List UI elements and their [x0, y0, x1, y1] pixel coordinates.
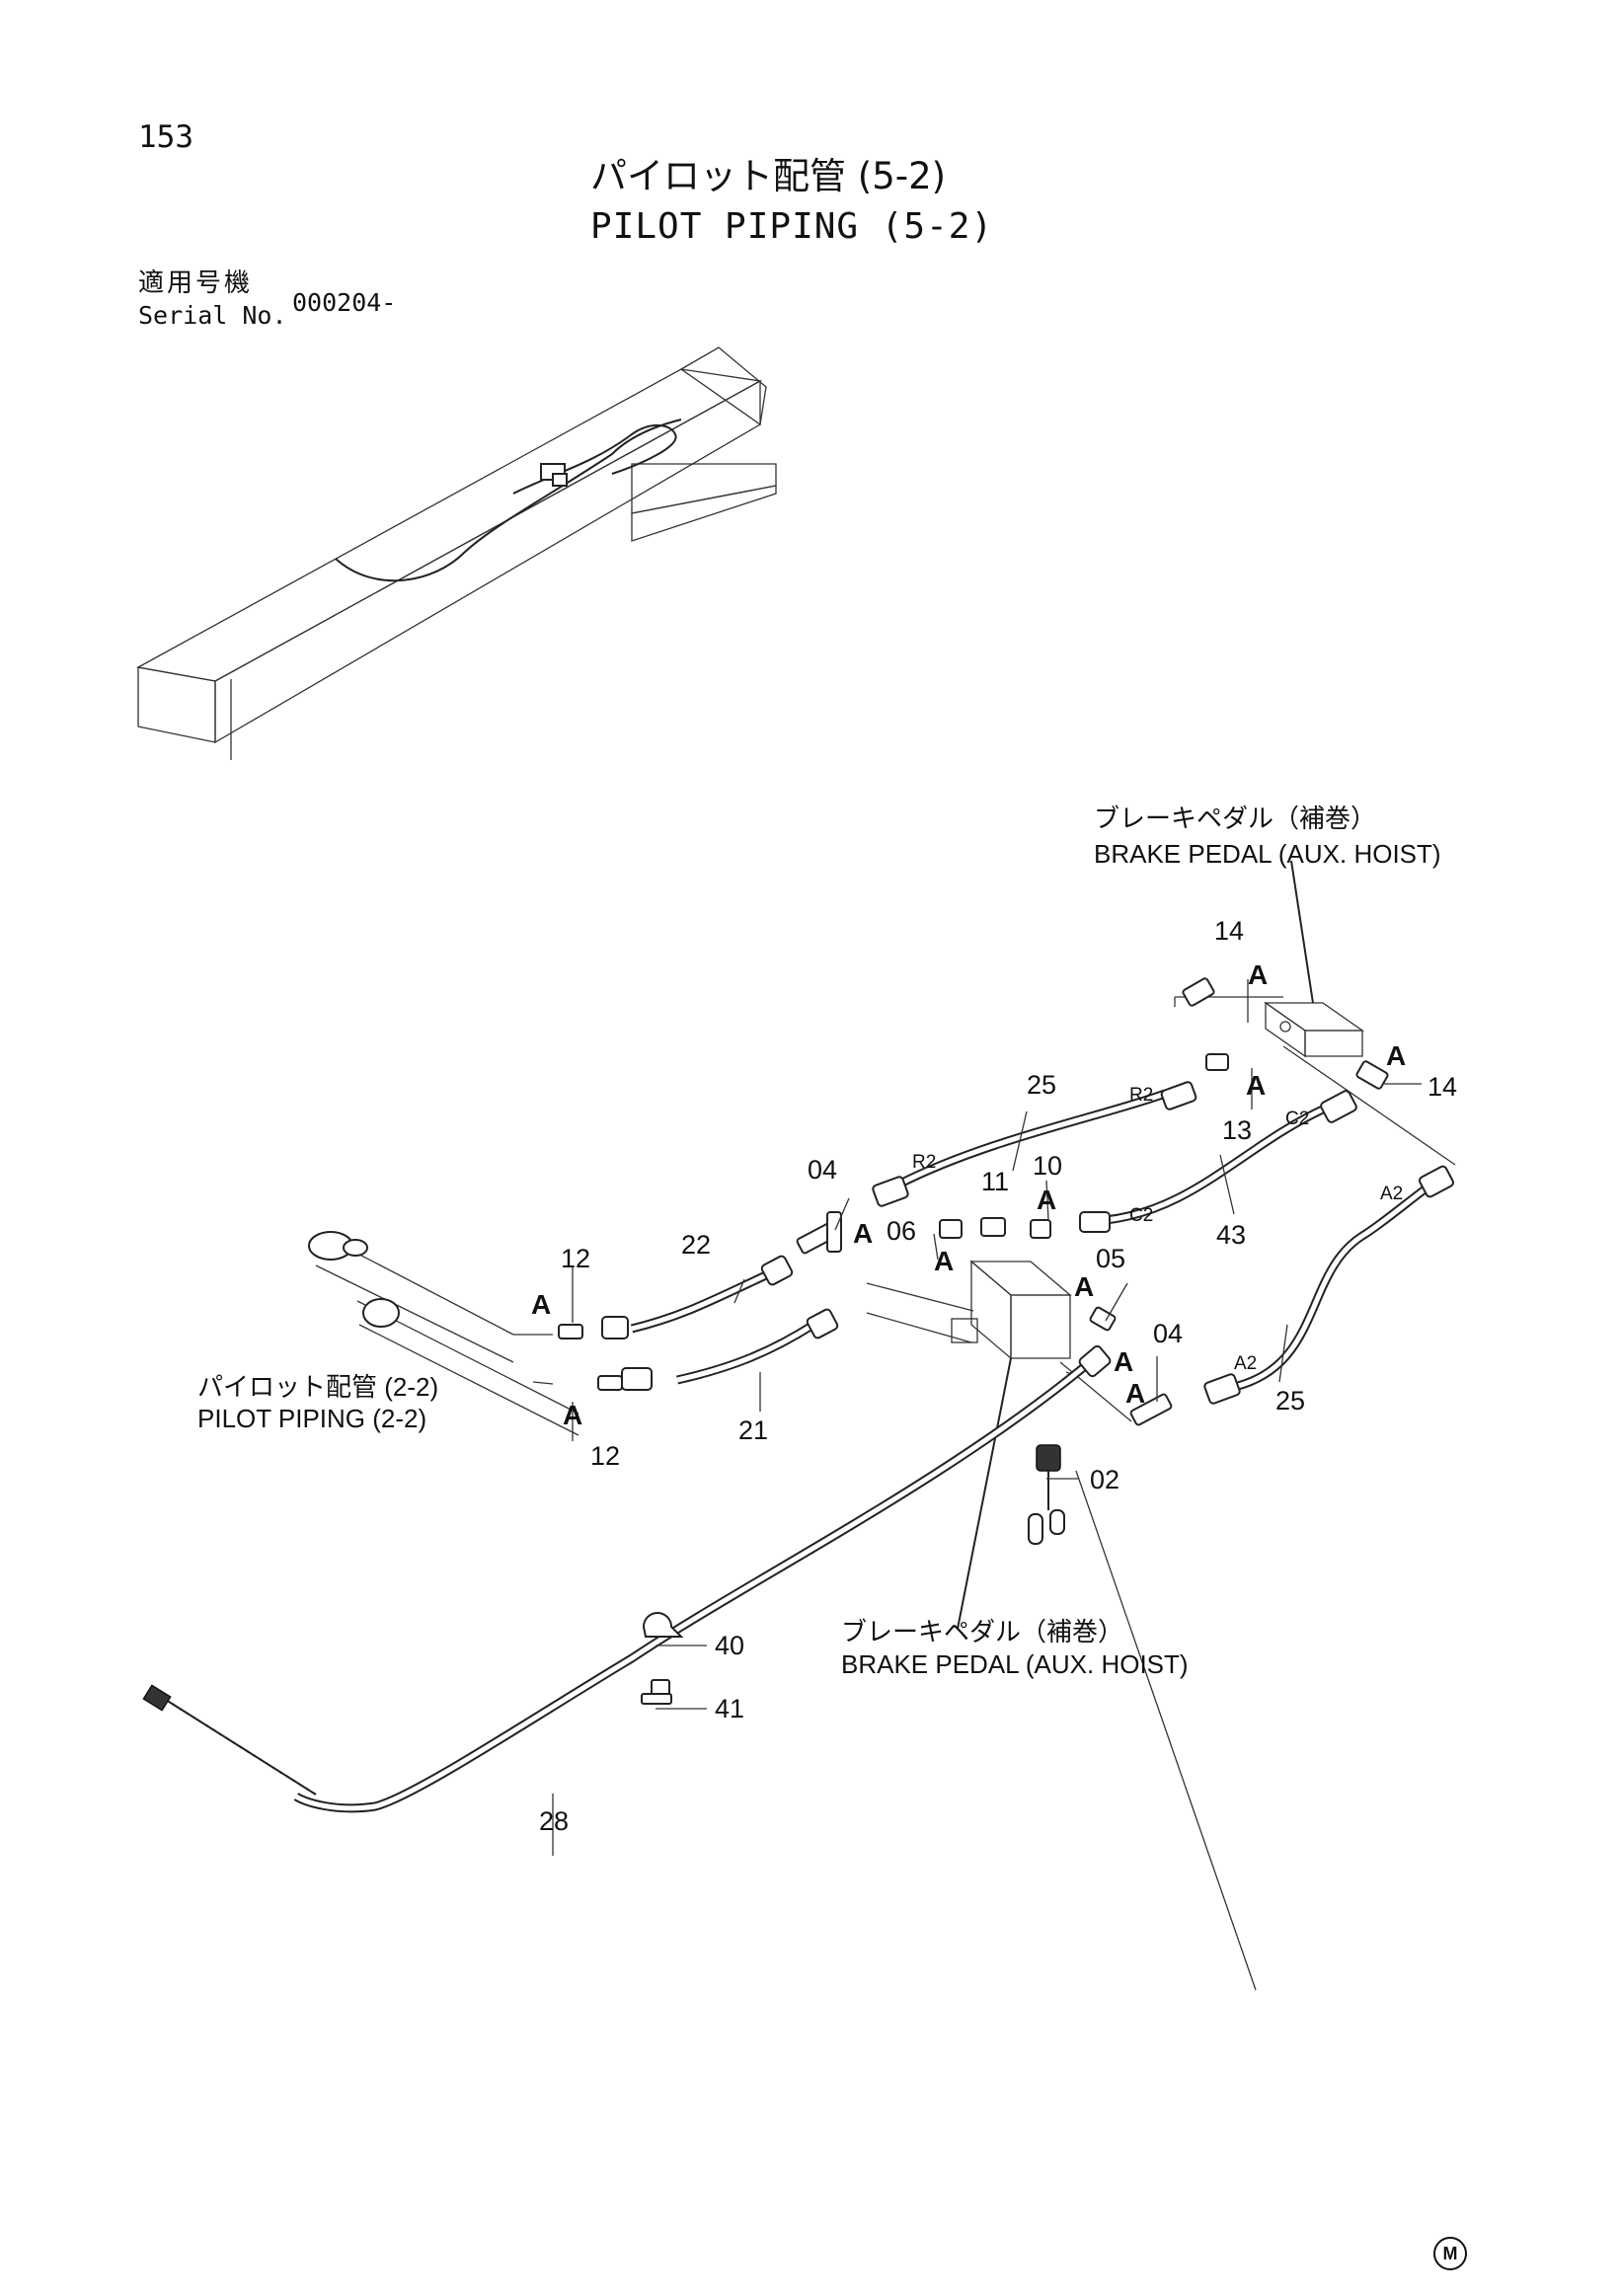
fittings [558, 977, 1454, 1705]
part-number-21: 21 [738, 1416, 769, 1445]
pilot-piping-2-2-pipes [308, 1231, 579, 1436]
serial-value: 000204- [292, 288, 397, 317]
detail-marker-a: A [934, 1246, 955, 1276]
detail-marker-a: A [1125, 1378, 1146, 1409]
brake-pedal-upper [1174, 860, 1456, 1166]
detail-marker-a: A [1037, 1185, 1057, 1215]
part-number-04-upper: 04 [808, 1155, 838, 1185]
detail-marker-a: A [1246, 1070, 1267, 1101]
detail-marker-a: A [853, 1218, 874, 1249]
part-number-11: 11 [981, 1167, 1010, 1196]
brake-pedal-lower [866, 1260, 1132, 1630]
page-title-jp: パイロット配管 (5-2) [590, 155, 947, 197]
part-number-14-upper: 14 [1214, 916, 1245, 946]
part-number-40: 40 [715, 1631, 745, 1660]
pilot-piping-ref-label-en: PILOT PIPING (2-2) [197, 1404, 427, 1433]
part-number-25-lower: 25 [1275, 1386, 1306, 1416]
port-label-r2-upper: R2 [1129, 1085, 1154, 1106]
brake-pedal-upper-label-en: BRAKE PEDAL (AUX. HOIST) [1094, 839, 1441, 869]
serial-label-en: Serial No. [138, 301, 287, 330]
part-number-02: 02 [1090, 1465, 1120, 1494]
part-number-12-lower: 12 [590, 1441, 621, 1471]
machine-body-overview [136, 346, 777, 760]
port-label-c2-upper: C2 [1285, 1109, 1310, 1129]
detail-marker-a: A [1386, 1040, 1407, 1071]
part-number-14-right: 14 [1427, 1072, 1458, 1102]
page-title-en: PILOT PIPING (5-2) [590, 206, 994, 247]
leader-lines [552, 979, 1422, 1991]
part-number-12-upper: 12 [561, 1244, 591, 1273]
port-label-a2-lower: A2 [1234, 1353, 1258, 1374]
detail-marker-a: A [563, 1400, 583, 1430]
part-number-13: 13 [1222, 1115, 1253, 1145]
detail-marker-a: A [1114, 1346, 1134, 1377]
hoses [293, 1089, 1434, 1813]
page-number: 153 [138, 119, 193, 155]
part-number-22: 22 [681, 1230, 712, 1260]
brake-pedal-lower-label-en: BRAKE PEDAL (AUX. HOIST) [841, 1649, 1189, 1679]
detail-marker-a: A [1248, 959, 1269, 990]
port-label-a2-upper: A2 [1380, 1184, 1404, 1204]
part-number-43: 43 [1216, 1220, 1247, 1250]
serial-label-jp: 適用号機 [138, 268, 254, 298]
port-label-c2-lower: C2 [1129, 1205, 1154, 1226]
port-label-r2-lower: R2 [912, 1152, 937, 1173]
part-number-10: 10 [1033, 1151, 1063, 1181]
brake-pedal-upper-label-jp: ブレーキペダル（補巻） [1094, 804, 1377, 833]
manufacturer-mark: M [1433, 2237, 1467, 2270]
pilot-piping-ref-label-jp: パイロット配管 (2-2) [197, 1372, 439, 1402]
part-number-05: 05 [1096, 1244, 1126, 1273]
brake-pedal-lower-label-jp: ブレーキペダル（補巻） [841, 1617, 1124, 1646]
part-number-28: 28 [539, 1806, 570, 1836]
part-number-04-lower: 04 [1153, 1319, 1184, 1348]
spring-guard [142, 1684, 317, 1796]
detail-marker-a: A [531, 1289, 552, 1320]
part-number-41: 41 [715, 1694, 745, 1723]
detail-marker-a: A [1074, 1271, 1095, 1302]
part-number-06: 06 [887, 1216, 917, 1246]
part-number-25-upper: 25 [1027, 1070, 1057, 1100]
